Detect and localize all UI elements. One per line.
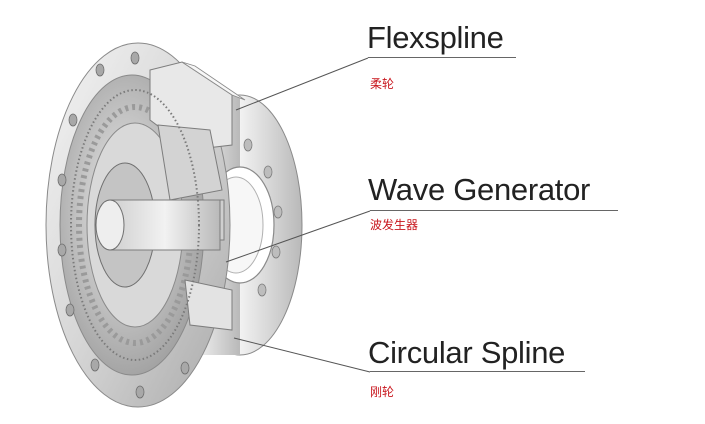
wave-generator-leader [225, 210, 371, 263]
flexspline-rule [368, 57, 516, 58]
circular-spline-label-cn: 刚轮 [370, 385, 395, 399]
circular-spline-rule [370, 371, 585, 372]
gear-teeth [70, 89, 200, 361]
wave-generator-label-cn: 波发生器 [370, 218, 419, 232]
wave-generator-hub [94, 162, 221, 288]
wave-generator-rule [370, 210, 618, 211]
rear-bolt-holes [243, 138, 283, 297]
leader-lines [225, 57, 371, 373]
flexspline-label-cn: 柔轮 [370, 77, 395, 91]
circular-spline-leader [233, 337, 371, 373]
flexspline-label: Flexspline [367, 20, 504, 55]
wave-generator-label: Wave Generator [368, 172, 591, 207]
flange-bolt-holes [57, 51, 190, 399]
flexspline-leader [235, 57, 369, 111]
circular-spline-label: Circular Spline [368, 335, 566, 370]
